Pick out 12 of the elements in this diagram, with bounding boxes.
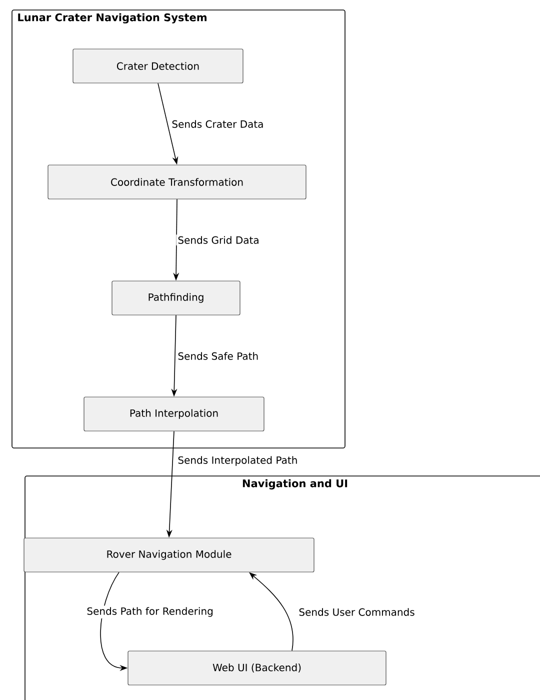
process-box: Rover Navigation Module	[24, 538, 314, 572]
process-box: Coordinate Transformation	[48, 164, 306, 200]
edge-label: Sends Interpolated Path	[178, 456, 297, 466]
edge-label: Sends User Commands	[299, 608, 414, 616]
process-box: Crater Detection	[72, 48, 244, 84]
process-box: Pathfinding	[112, 280, 240, 316]
process-box: Path Interpolation	[84, 396, 264, 432]
process-box: Web UI (Backend)	[128, 650, 386, 686]
edge-label: Sends Path for Rendering	[87, 607, 213, 617]
edge-label: Sends Safe Path	[178, 352, 258, 360]
edge-label: Sends Grid Data	[178, 236, 258, 244]
edge-label: Sends Crater Data	[172, 120, 263, 128]
